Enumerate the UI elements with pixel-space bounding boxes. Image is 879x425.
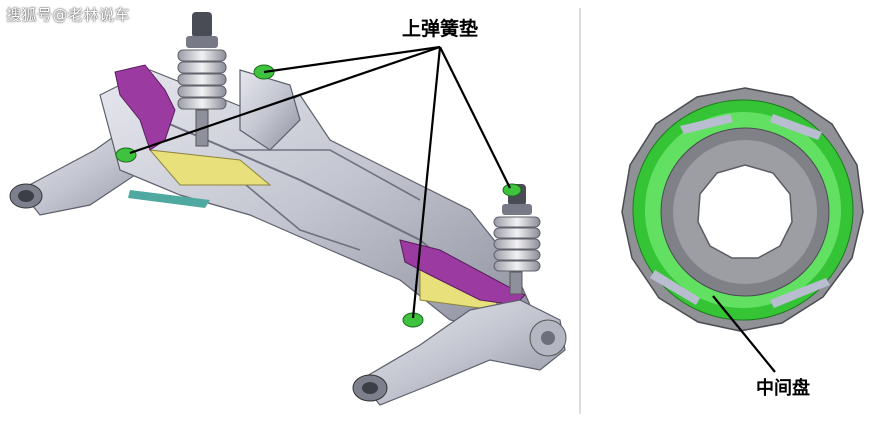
wheel-hub [541,331,555,345]
disc-insert [650,270,700,305]
right-front-bushing-hole [362,382,378,394]
left-shock-top-mount [192,12,212,38]
label-upper-spring-seat: 上弹簧垫 [402,18,479,40]
upper-control-arm [239,69,301,151]
disc-insert [770,114,822,140]
right-trailing-arm [359,299,566,406]
subframe-rib [239,179,361,251]
middle-disc-detail [621,87,864,373]
subframe-rib [230,149,421,201]
disc-center-hole [697,164,793,259]
watermark: 搜狐号@老林说车 [6,6,131,24]
upper-spring-seat-2 [115,147,137,163]
right-shock-body [509,271,523,295]
upper-spring-seat-leaders [129,45,511,319]
right-shock-cap [502,204,532,215]
rear-suspension-assembly [9,8,581,414]
disc-insert [770,278,830,308]
middle-disc-leader [712,295,776,373]
left-front-bushing-hole [18,190,34,202]
upper-spring-seat-4 [502,183,522,197]
left-shock-cap [186,36,218,48]
stabilizer-link [148,149,272,186]
left-coil-spring-damper [177,12,227,147]
label-middle-disc: 中间盘 [756,378,810,399]
disc-insert [680,114,733,134]
lower-link-trim [128,190,210,208]
